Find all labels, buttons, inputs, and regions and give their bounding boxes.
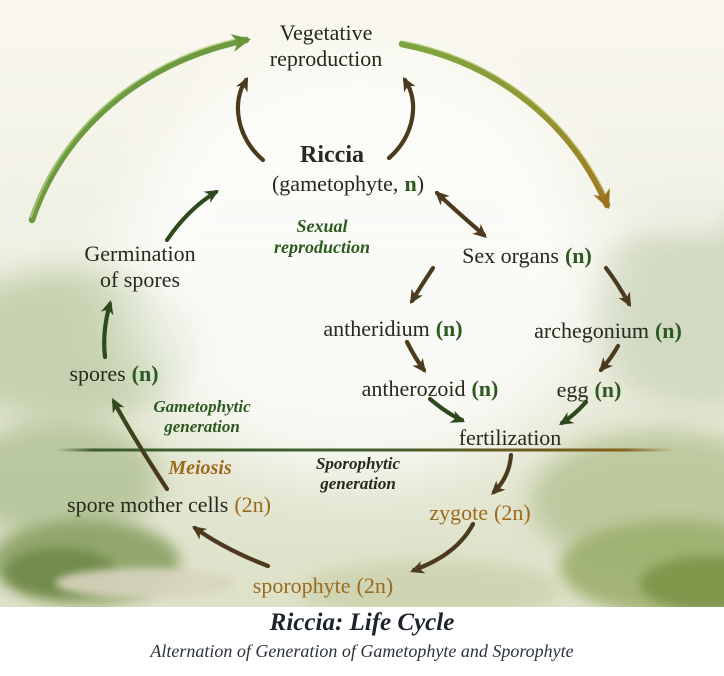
node-line: Vegetative [279, 20, 373, 45]
arrowhead [192, 526, 208, 540]
label-line: Sexual [296, 216, 348, 236]
arrowhead [235, 77, 248, 93]
arrowhead [203, 190, 219, 203]
node-label: fertilization [458, 425, 562, 450]
label-line: reproduction [273, 237, 371, 258]
arrow-gametophyte-sexorgans [434, 190, 487, 238]
arrowhead [618, 291, 631, 307]
footer-caption: Riccia: Life Cycle Alternation of Genera… [0, 607, 724, 676]
arc-right-highlight [402, 40, 610, 203]
paren-close: ) [416, 171, 425, 196]
label-sporophytic-generation: Sporophytic generation [316, 454, 400, 494]
arrow-riccia-to-vegetative-left [235, 77, 266, 163]
arc-vegetative-to-right [398, 40, 611, 209]
label-meiosis: Meiosis [168, 456, 231, 480]
node-antheridium: antheridium(n) [323, 316, 462, 342]
node-germination-of-spores: Germination of spores [84, 241, 195, 294]
arrow-sporophyte-to-sporemothercells [192, 525, 271, 569]
node-label: antheridium [323, 316, 430, 341]
node-label: zygote [429, 500, 488, 525]
arrowhead [403, 77, 416, 93]
watercolor-stones-left [55, 568, 235, 598]
arrowhead [100, 300, 114, 316]
node-sporophyte: sporophyte(2n) [253, 573, 393, 599]
arrowhead [112, 398, 125, 414]
arrowhead [435, 191, 450, 206]
gametophyte-label: (gametophyte, [271, 171, 399, 196]
label-gametophytic-generation: Gametophytic generation [153, 397, 250, 437]
diagram-title: Riccia: Life Cycle [269, 609, 455, 636]
label-sexual-reproduction: Sexual reproduction [274, 216, 370, 258]
ploidy-n: (n) [594, 377, 622, 402]
arrow-riccia-to-vegetative-right [386, 77, 416, 161]
node-label: antherozoid [361, 376, 466, 401]
node-spore-mother-cells: spore mother cells(2n) [67, 492, 271, 518]
node-antherozoid: antherozoid(n) [362, 376, 499, 402]
arc-left-arrowhead [230, 34, 251, 52]
label-line: Sporophytic [315, 454, 401, 473]
node-line: reproduction [269, 46, 383, 72]
arrowhead [410, 561, 426, 574]
arrow-germination-to-gametophyte [164, 189, 219, 243]
arrows-layer [28, 34, 674, 574]
arrow-zygote-to-sporophyte [411, 521, 476, 573]
node-label: archegonium [534, 318, 649, 343]
node-archegonium: archegonium(n) [534, 318, 682, 344]
node-riccia-gametophyte: (gametophyte,n) [272, 171, 424, 197]
riccia-label: Riccia [300, 142, 364, 168]
watercolor-center-light [120, 60, 600, 480]
ploidy-n: (n) [435, 316, 463, 341]
arrowhead [491, 480, 506, 495]
node-sex-organs: Sex organs(n) [462, 243, 592, 269]
arc-left-to-vegetative [28, 36, 250, 224]
label-line: Gametophytic [153, 397, 251, 416]
ploidy-n: n [404, 171, 417, 196]
ploidy-n: (n) [564, 243, 592, 268]
diagram-subtitle: Alternation of Generation of Gametophyte… [150, 641, 574, 661]
arrowhead [599, 357, 614, 372]
node-riccia: Riccia [300, 141, 364, 170]
node-label: Sex organs [462, 243, 559, 268]
ploidy-n: (n) [131, 361, 159, 386]
node-spores: spores(n) [69, 361, 158, 387]
meiosis-text: Meiosis [168, 457, 232, 479]
arrowhead [412, 357, 426, 373]
node-label: spore mother cells [67, 492, 229, 517]
arrow-sporemothercells-to-spores [111, 399, 170, 492]
node-label: sporophyte [252, 573, 351, 598]
arc-right-arrowhead [593, 187, 610, 209]
node-label: spores [69, 361, 126, 386]
ploidy-2n: (2n) [494, 500, 531, 525]
ploidy-2n: (2n) [356, 573, 394, 598]
node-line: of spores [99, 267, 181, 293]
node-vegetative-reproduction: Vegetative reproduction [270, 20, 382, 73]
ploidy-n: (n) [654, 318, 682, 343]
ploidy-n: (n) [471, 376, 499, 401]
arrowhead [449, 410, 465, 423]
arrowhead [472, 223, 487, 238]
label-line: generation [164, 417, 240, 437]
arrowhead [410, 288, 423, 304]
node-label: egg [556, 377, 589, 402]
label-line: generation [320, 474, 396, 494]
node-egg: egg(n) [557, 377, 622, 403]
node-line: Germination [84, 241, 196, 266]
arc-left-highlight [30, 36, 245, 218]
arrowhead [559, 412, 575, 425]
node-fertilization: fertilization [459, 425, 562, 451]
arrow-spores-to-germination [102, 301, 113, 360]
node-zygote: zygote(2n) [429, 500, 530, 526]
ploidy-2n: (2n) [234, 492, 271, 517]
